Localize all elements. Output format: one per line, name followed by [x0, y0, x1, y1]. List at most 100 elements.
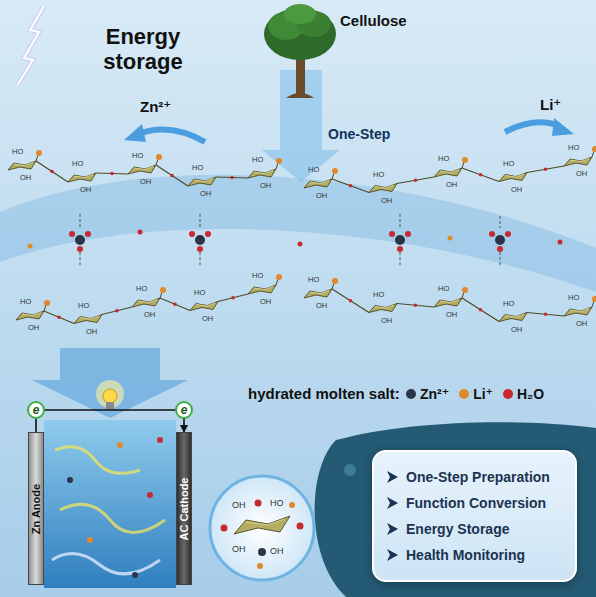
band	[0, 175, 596, 292]
glucose-ring	[499, 313, 527, 322]
glycosidic-link	[44, 311, 74, 324]
glucose-ring-face	[440, 170, 459, 173]
gel-swirls	[52, 447, 165, 574]
oxygen-atom	[349, 299, 353, 303]
feature-text: One-Step Preparation	[406, 469, 550, 485]
li-ion	[276, 274, 282, 280]
hydroxyl-label: OH	[80, 186, 91, 195]
glycosidic-link	[462, 298, 499, 322]
bullet-arrow-shape	[387, 523, 398, 535]
glucose-ring	[434, 168, 462, 177]
hydroxyl-label: HO	[503, 160, 514, 169]
hydroxyl-label: OH	[202, 315, 213, 324]
glycosidic-link	[160, 298, 190, 311]
zn-complex	[80, 214, 500, 266]
li-ion	[332, 278, 338, 284]
zn-complex	[28, 230, 563, 253]
hydroxyl-label: OH	[260, 182, 271, 191]
oxygen-atom	[230, 176, 234, 180]
glycosidic-link	[332, 289, 369, 313]
oxygen-atom	[414, 178, 418, 182]
ion-stem	[592, 301, 594, 307]
lightning	[18, 6, 44, 84]
glucose-ring	[188, 177, 216, 186]
ion-stem	[276, 279, 278, 285]
glucose-ring	[434, 298, 462, 307]
glycosidic-link	[462, 168, 499, 182]
bullet-arrow-shape	[387, 549, 398, 561]
glucose-ring-face	[254, 171, 273, 174]
hydroxyl-label: HO	[373, 291, 384, 300]
glucose-ring-face	[246, 519, 284, 525]
glucose-ring	[16, 311, 44, 320]
oxygen-atom	[57, 315, 61, 319]
li-ion	[160, 287, 166, 293]
hydroxyl-label: OH	[140, 178, 151, 187]
hydroxyl-label: HO	[194, 289, 205, 298]
glucose-ring	[304, 179, 332, 188]
legend-item: Li⁺	[459, 386, 493, 402]
hydroxyl-label: HO	[252, 272, 263, 281]
bulb-base	[106, 402, 114, 409]
legend-swatch	[503, 389, 513, 399]
glucose-ring-face	[375, 305, 394, 308]
li-ion	[462, 287, 468, 293]
glucose-ring	[564, 307, 592, 316]
ac-cathode-electrode: AC Cathode	[176, 432, 192, 585]
oxygen-atom	[50, 170, 54, 174]
li-ion	[592, 296, 596, 302]
glucose-ring-face	[570, 309, 589, 312]
device-arrow	[32, 348, 188, 418]
text-label: Energy storage	[88, 24, 198, 75]
glucose-ring-face	[196, 303, 215, 306]
oxygen-atom	[544, 312, 548, 316]
ion-stem	[462, 292, 464, 298]
ion-stem	[592, 151, 594, 157]
glucose-ring	[8, 161, 36, 170]
hydroxyl-label: OH	[576, 320, 587, 329]
electron-circle: e	[175, 401, 193, 419]
hydroxyl-label: HO	[373, 171, 384, 180]
oxygen-atom	[349, 184, 353, 188]
bullet-row: Health Monitoring	[406, 542, 561, 568]
legend: Zn²⁺Li⁺H₂O	[406, 386, 544, 402]
glucose-ring-face	[440, 300, 459, 303]
bullet-arrow	[387, 549, 398, 561]
li-ion	[332, 168, 338, 174]
zn-arrow	[138, 130, 205, 143]
oxygen-atom	[110, 172, 114, 176]
li-ion	[592, 146, 596, 152]
hydroxyl-label: HO	[252, 156, 263, 165]
legend-text: H₂O	[517, 386, 544, 402]
ion-stem	[156, 159, 158, 165]
hydroxyl-label: HO	[568, 294, 579, 303]
ion-stem	[276, 163, 278, 169]
hydroxyl-label: HO	[136, 285, 147, 294]
glucose-ring-face	[254, 287, 273, 290]
electrode-label: Zn Anode	[30, 483, 42, 533]
electron-symbol: e	[33, 404, 40, 416]
glucose-ring	[128, 165, 156, 174]
hydroxyl-label: HO	[308, 276, 319, 285]
oxygen-atom	[544, 167, 548, 171]
hydroxyl-label: OH	[511, 326, 522, 335]
oxygen-atom	[115, 309, 119, 313]
gel-ions	[67, 437, 163, 578]
ion-stem	[332, 173, 334, 179]
ion-stem	[36, 155, 38, 161]
glycosidic-link	[332, 179, 369, 193]
glucose-ring-face	[570, 159, 589, 162]
glucose-ring-face	[80, 316, 99, 319]
hydroxyl-label: OH	[144, 311, 155, 320]
li-ion	[276, 158, 282, 164]
feature-box: One-Step PreparationFunction ConversionE…	[372, 450, 577, 582]
legend-swatch	[406, 389, 416, 399]
hydroxyl-label: OH	[576, 170, 587, 179]
glucose-ring-face	[22, 313, 41, 316]
hydroxyl-label: OH	[446, 311, 457, 320]
hydroxyl-label: OH	[316, 192, 327, 201]
hydroxyl-label: OH	[232, 500, 246, 510]
hydroxyl-label: OH	[381, 197, 392, 206]
tree-roots	[286, 93, 314, 98]
